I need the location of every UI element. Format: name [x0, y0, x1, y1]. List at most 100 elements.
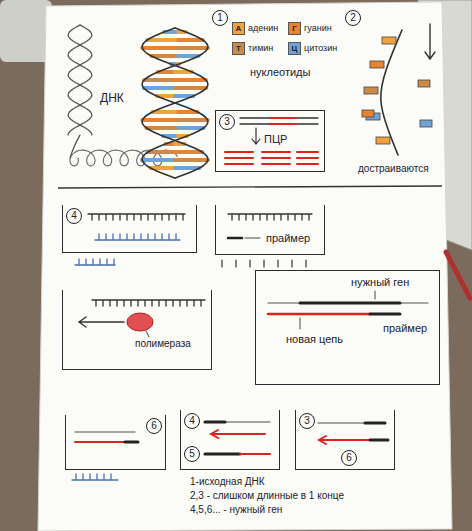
free-nucleotide	[418, 80, 430, 87]
note: 2,3 - слишком длинные в 1 конце	[190, 490, 344, 502]
tank-box: 36	[295, 410, 395, 470]
box-label: нужный ген	[351, 276, 409, 289]
callout-number: 4	[184, 413, 200, 429]
new-strand	[240, 453, 270, 455]
dna-strand	[88, 214, 185, 220]
legend-text: аденин	[248, 23, 278, 33]
new-strand	[211, 430, 265, 438]
primer	[205, 421, 225, 424]
note: достраиваются	[358, 163, 429, 175]
box-label: ПЦР	[264, 133, 287, 146]
primer	[370, 439, 388, 442]
dna-strand	[228, 214, 312, 220]
dna-coil	[70, 150, 177, 166]
callout-number: 2	[345, 10, 361, 26]
tank-box: 45	[180, 410, 280, 470]
pen	[446, 252, 470, 298]
tank-box: полимераза	[62, 290, 212, 370]
sketch	[68, 24, 435, 480]
primers	[222, 260, 306, 267]
base-pair	[175, 46, 208, 50]
box-label: полимераза	[135, 338, 191, 350]
leader-line	[300, 318, 301, 329]
nucleotide-letter: Ц	[288, 42, 301, 55]
arrow	[425, 24, 435, 59]
tank-box: праймер	[215, 205, 325, 255]
arrow	[252, 128, 260, 144]
primer	[370, 313, 400, 316]
pcr-copies	[225, 157, 318, 159]
new-strand	[268, 313, 370, 316]
dna-backbone	[381, 30, 402, 155]
base-pair	[142, 46, 175, 50]
base-pair	[144, 86, 175, 90]
free-nucleotide	[420, 120, 432, 127]
base-pair	[175, 118, 208, 122]
dna-strand	[95, 234, 180, 240]
primer	[125, 441, 138, 444]
figure-label: ДНК	[100, 92, 124, 106]
divider-line	[58, 186, 442, 188]
primer	[205, 453, 240, 456]
tank-box: 6	[65, 415, 166, 470]
leader-line	[146, 331, 149, 337]
note: 1-исходная ДНК	[190, 476, 265, 488]
base-pair	[175, 158, 208, 162]
free-nucleotide	[362, 110, 374, 117]
primer	[228, 237, 242, 240]
base-pair	[175, 126, 204, 130]
box-label: праймер	[266, 232, 310, 245]
nucleotide-letter: Т	[232, 42, 245, 55]
callout-number: 4	[66, 208, 82, 224]
callout-number: 6	[146, 418, 162, 434]
nucleotide	[370, 61, 384, 68]
base-pair	[142, 158, 175, 162]
polymerase-blob	[127, 313, 153, 331]
group-label: нуклеотиды	[250, 66, 310, 79]
base-pair	[175, 38, 203, 42]
tank-box: 4	[62, 205, 197, 253]
callout-number: 3	[299, 413, 315, 429]
nucleotide	[376, 137, 390, 144]
nucleotide-letter: А	[232, 22, 245, 35]
dna-helix	[70, 135, 80, 158]
gene-line	[300, 302, 400, 305]
dna-strand	[318, 422, 385, 423]
dna-helix	[68, 25, 92, 135]
box-label: новая цепь	[286, 333, 343, 346]
legend-text: гуанин	[304, 23, 332, 33]
nucleotide	[364, 87, 378, 94]
new-strand	[75, 441, 125, 443]
arrow	[79, 317, 124, 327]
pcr-copies	[225, 151, 318, 153]
leader-line	[375, 291, 376, 299]
tank-box: нужный ген праймер новая цепь	[255, 270, 440, 385]
nucleotide-letter: Г	[288, 22, 301, 35]
base-pair	[144, 78, 175, 82]
device	[0, 0, 52, 62]
dna-helix	[68, 25, 92, 135]
dna-strand	[92, 300, 205, 306]
paper-sheet	[38, 2, 452, 531]
callout-number: 1	[212, 10, 228, 26]
leader-line	[245, 238, 260, 239]
dna-strand	[75, 259, 115, 265]
pcr-copies	[225, 163, 318, 165]
legend-text: тимин	[248, 43, 273, 53]
base-pair	[175, 78, 206, 82]
callout-number: 6	[341, 450, 357, 466]
callout-number: 3	[219, 114, 235, 130]
primer	[365, 422, 385, 425]
legend-text: цитозин	[304, 43, 337, 53]
new-strand	[319, 436, 370, 444]
base-pair	[175, 86, 206, 90]
box-label: праймер	[383, 322, 427, 335]
dna-strand	[268, 302, 428, 303]
callout-number: 5	[184, 446, 200, 462]
base-pair	[147, 38, 175, 42]
base-pair	[146, 126, 175, 130]
dna-strand	[75, 431, 135, 432]
dna-strand	[72, 474, 118, 480]
